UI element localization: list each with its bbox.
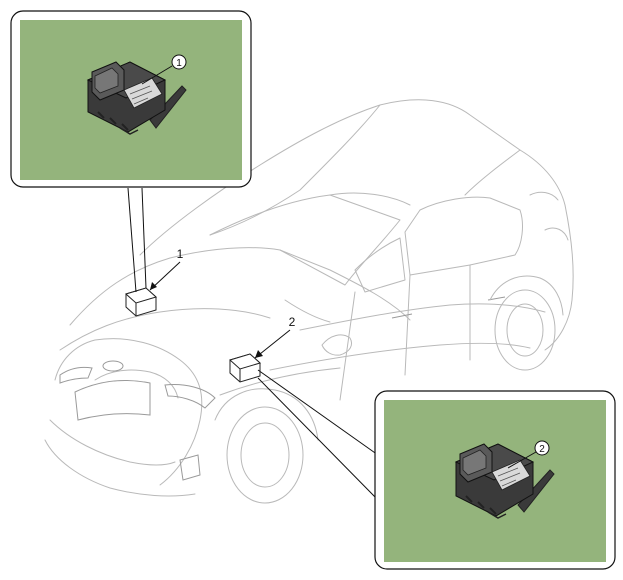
callout-label-2: 2 [289,315,296,329]
zoom-projection-2 [257,369,379,501]
vehicle-outline [44,99,574,504]
leader-line-1 [149,261,181,291]
detail-inset-2: 2 [374,390,616,570]
leader-line-2 [254,329,291,359]
zoom-projection-1 [127,187,147,293]
module-location-1 [125,287,157,317]
control-module-drawing-1 [86,61,187,135]
callout-label-1: 1 [177,247,184,261]
control-module-drawing-2 [454,443,555,519]
inset-callout-2: 2 [539,444,545,455]
module-location-2 [229,353,261,383]
detail-inset-1: 1 [10,10,252,188]
inset-callout-1: 1 [176,58,182,69]
